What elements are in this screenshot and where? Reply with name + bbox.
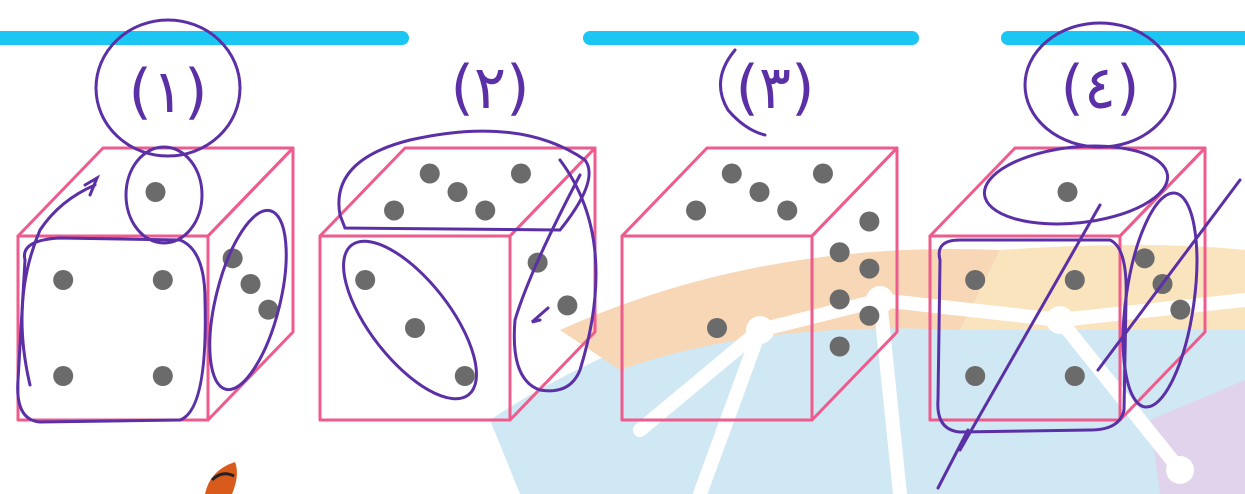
die-2-side-pip [557, 295, 578, 316]
die-3-side-pip [859, 305, 880, 326]
die-2-top-pip [384, 200, 405, 221]
die-3-side-pip [829, 336, 850, 357]
die-4-front-pip [1064, 366, 1085, 386]
die-4-side-pip [1134, 248, 1155, 269]
die-2-top-pip [447, 182, 468, 202]
option-label-2: (٢) [450, 53, 529, 123]
die-option-4 [928, 146, 1207, 422]
die-2-front-pip [355, 270, 376, 290]
die-3-top-pip [686, 200, 707, 221]
die-4-top-pip [1057, 182, 1078, 202]
mascot-partial [205, 462, 237, 494]
die-4-front-pip [965, 270, 986, 290]
die-3-top-pip [812, 163, 833, 184]
die-3-front-pip [707, 318, 727, 338]
handwritten-annotations [16, 18, 1242, 490]
die-1-front-pip [152, 366, 173, 386]
option-label-4: (٤) [1060, 53, 1139, 123]
die-3-top-pip [777, 200, 798, 221]
die-3-side-pip [829, 242, 850, 263]
die-4-front-pip [1064, 270, 1085, 290]
die-option-3 [620, 146, 899, 422]
die-1-side-pip [258, 299, 279, 320]
die-2-top-pip [419, 163, 440, 184]
die-4-front-pip [965, 366, 986, 386]
die-1-side-pip [240, 274, 261, 294]
die-2-front-pip [454, 366, 475, 386]
die-1-top-pip [145, 182, 166, 202]
option-label-1: (١) [128, 57, 207, 127]
die-option-2 [318, 146, 597, 422]
watermark-logo [490, 245, 1245, 494]
die-3-side-pip [829, 289, 850, 310]
die-1-front-pip [53, 366, 74, 386]
die-2-top-pip [475, 200, 496, 221]
die-1-front-pip [152, 270, 173, 290]
die-2-front-pip [405, 318, 425, 338]
option-label-3: (٣) [735, 53, 814, 123]
die-1-front-pip [53, 270, 74, 290]
die-3-side-pip [859, 258, 880, 279]
die-3-side-pip [859, 211, 880, 232]
die-4-side-pip [1170, 299, 1191, 320]
die-3-top-pip [721, 163, 742, 184]
die-1-side-pip [222, 248, 243, 269]
die-3-top-pip [749, 182, 770, 202]
die-2-top-pip [510, 163, 531, 184]
